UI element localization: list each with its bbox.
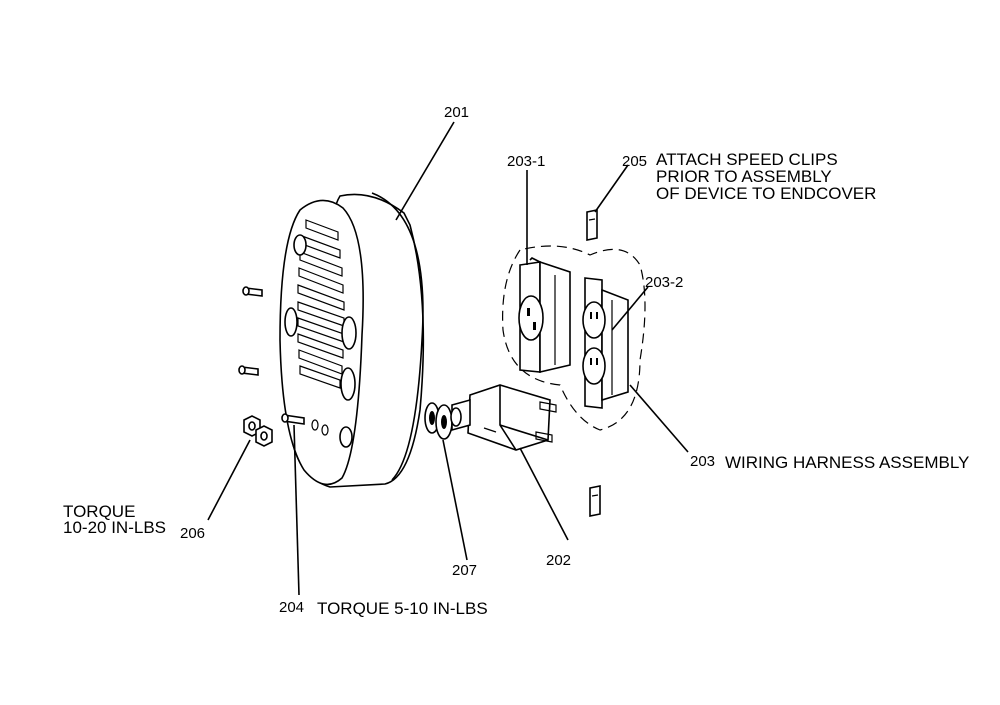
speed-clip-upper-205 (586, 209, 598, 241)
callout-201: 201 (444, 104, 469, 121)
screw-204 (281, 413, 305, 425)
note-torque-206-line1: TORQUE (63, 502, 135, 521)
nuts-206 (243, 415, 273, 447)
speed-clip-lower (589, 485, 601, 517)
note-torque-206-line2: 10-20 IN-LBS (63, 518, 166, 537)
note-torque-204: TORQUE 5-10 IN-LBS (317, 599, 488, 618)
end-cover-201 (279, 192, 425, 488)
receptacle-203-1 (518, 257, 571, 374)
callout-205: 205 (622, 153, 647, 170)
callout-203: 203 (690, 453, 715, 470)
callout-203-2: 203-2 (645, 274, 683, 291)
callout-204: 204 (279, 599, 304, 616)
wiring-harness-203 (502, 245, 646, 431)
screw-left-upper (242, 286, 263, 297)
note-wiring-harness: WIRING HARNESS ASSEMBLY (725, 453, 969, 472)
callout-203-1: 203-1 (507, 153, 545, 170)
callout-207: 207 (452, 562, 477, 579)
screw-left-lower (238, 365, 259, 376)
switch-device-202 (450, 384, 557, 451)
callout-202: 202 (546, 552, 571, 569)
receptacle-203-2 (582, 277, 629, 409)
note-speed-clips-line1: ATTACH SPEED CLIPS (656, 150, 838, 169)
leader-lines (207, 121, 689, 596)
note-speed-clips-line3: OF DEVICE TO ENDCOVER (656, 184, 876, 203)
callout-206: 206 (180, 525, 205, 542)
note-speed-clips-line2: PRIOR TO ASSEMBLY (656, 167, 832, 186)
washers-207 (424, 402, 453, 440)
